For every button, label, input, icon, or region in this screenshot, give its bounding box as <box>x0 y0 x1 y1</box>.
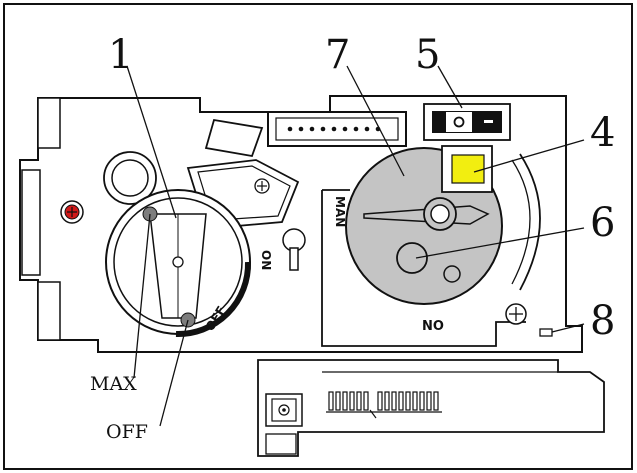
pressure-tap <box>282 228 306 271</box>
housing-left-tab <box>21 169 41 276</box>
callout-1: 1 <box>108 32 133 78</box>
callout-5: 5 <box>415 32 440 78</box>
callout-6: 6 <box>590 200 615 246</box>
lower-screw-icon <box>505 303 527 325</box>
control-knob: ON OFF <box>105 189 273 338</box>
knob-on-arc <box>175 261 252 338</box>
housing-bottom-left-tab <box>37 281 61 341</box>
dial-hole-large <box>396 242 428 274</box>
leader-lines <box>126 65 585 427</box>
max-label: MAX <box>90 373 137 395</box>
housing-top-left-tab <box>37 97 61 149</box>
indicator-led <box>539 328 553 337</box>
knob-center-hole <box>172 256 184 268</box>
red-adjustment-screw <box>60 200 84 224</box>
callout-8: 8 <box>590 298 615 344</box>
dial-no-label: NO <box>422 319 444 334</box>
off-label: OFF <box>106 421 148 443</box>
top-connector-inner <box>275 117 399 141</box>
knob-on-label: ON <box>259 250 273 270</box>
side-arc <box>519 153 541 291</box>
power-switch <box>423 103 511 141</box>
side-arc-inner <box>511 159 531 285</box>
round-port-inner <box>111 159 149 197</box>
dial-hole-small <box>443 265 461 283</box>
dial-man-label: MAN <box>333 196 347 227</box>
callout-4: 4 <box>590 110 615 156</box>
callout-7: 7 <box>325 32 350 78</box>
lower-connector-comb <box>326 391 442 419</box>
connector-pins <box>287 126 381 132</box>
selector-compartment <box>321 190 526 347</box>
